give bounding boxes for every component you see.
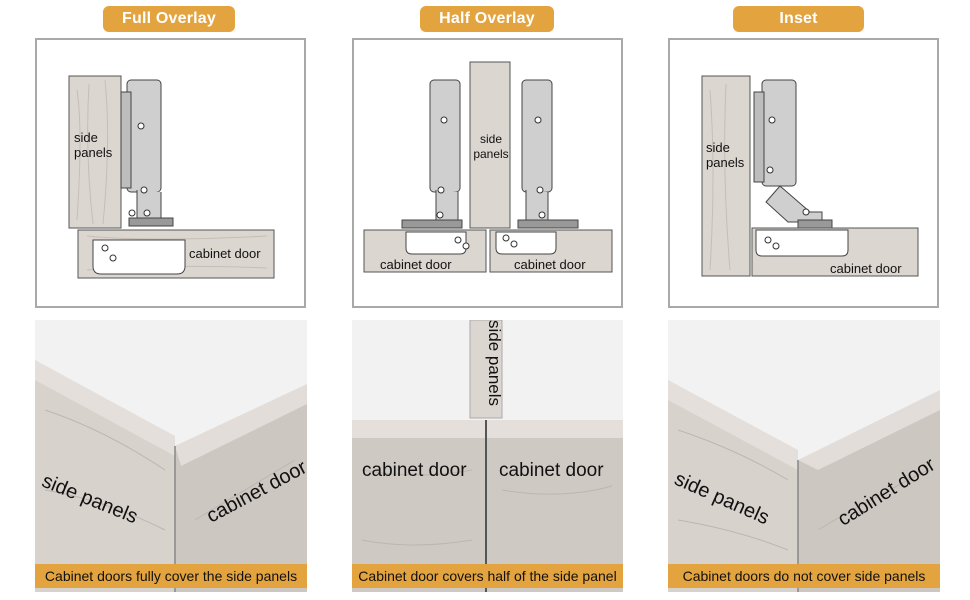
cabinet-door-label-left: cabinet door — [380, 257, 452, 272]
caption-half-overlay: Cabinet door covers half of the side pan… — [352, 564, 623, 588]
diagram-half-overlay: side panels cabinet door cabinet door — [352, 38, 623, 308]
full-overlay-corner — [35, 320, 307, 592]
caption-inset: Cabinet doors do not cover side panels — [668, 564, 940, 588]
diagram-full-overlay: side panels cabinet door — [35, 38, 306, 308]
side-panels-label: side panels — [473, 132, 509, 161]
photo-side-panels-label: side panels — [485, 320, 504, 407]
full-overlay-drawing — [68, 75, 275, 279]
cabinet-door-label: cabinet door — [189, 246, 261, 261]
half-overlay-drawing — [363, 61, 613, 273]
inset-corner — [668, 320, 940, 592]
title-inset: Inset — [733, 6, 864, 32]
photo-cabinet-door-label-right: cabinet door — [499, 460, 604, 481]
photo-cabinet-door-label-left: cabinet door — [362, 460, 467, 481]
cabinet-door-label: cabinet door — [830, 261, 902, 276]
photo-half-overlay: side panels cabinet door cabinet door Ca… — [352, 320, 623, 592]
side-panels-label: side panels — [74, 130, 113, 160]
cabinet-door-label-right: cabinet door — [514, 257, 586, 272]
photo-full-overlay: side panels cabinet door Cabinet doors f… — [35, 320, 307, 592]
photo-inset: side panels cabinet door Cabinet doors d… — [668, 320, 940, 592]
caption-full-overlay: Cabinet doors fully cover the side panel… — [35, 564, 307, 588]
title-full-overlay: Full Overlay — [103, 6, 235, 32]
inset-drawing — [701, 75, 919, 277]
diagram-inset: side panels cabinet door — [668, 38, 939, 308]
title-half-overlay: Half Overlay — [420, 6, 554, 32]
side-panels-label: side panels — [706, 140, 745, 170]
